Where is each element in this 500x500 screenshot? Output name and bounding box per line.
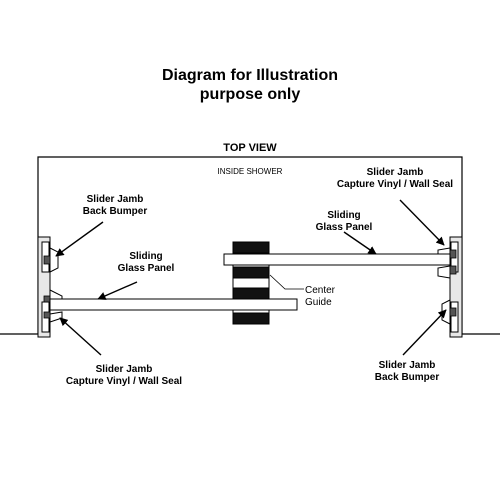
sliding-glass-panel-right	[223, 253, 451, 266]
left-sliding-panel-label-line-1: Sliding	[129, 251, 162, 262]
right-sliding-panel-label-line-2: Glass Panel	[316, 222, 373, 233]
left-capture-vinyl-label-line-1: Slider Jamb	[96, 364, 153, 375]
arrow-left-back-bumper	[55, 221, 104, 257]
arrow-right-sliding-panel	[343, 231, 377, 255]
inside-shower-label: INSIDE SHOWER	[218, 167, 283, 176]
diagram-title-line-2: purpose only	[199, 86, 301, 103]
right-capture-vinyl-label-line-1: Slider Jamb	[367, 167, 424, 178]
arrow-left-capture-vinyl	[59, 317, 102, 356]
arrow-right-back-bumper	[402, 309, 447, 356]
diagram-title-line-1: Diagram for Illustration	[161, 67, 339, 84]
arrow-left-sliding-panel	[97, 281, 138, 300]
left-sliding-panel-label-line-2: Glass Panel	[118, 263, 175, 274]
left-back-bumper-label-line-2: Back Bumper	[83, 206, 148, 217]
leader-arrows	[55, 199, 447, 356]
left-back-bumper	[43, 255, 51, 265]
right-sliding-panel-label-line-1: Sliding	[327, 210, 360, 221]
top-view-label: TOP VIEW	[223, 142, 277, 154]
sliding-glass-panel-left	[49, 298, 298, 311]
left-capture-vinyl-label-line-2: Capture Vinyl / Wall Seal	[66, 376, 182, 387]
right-back-bumper	[449, 307, 457, 317]
arrow-right-capture-vinyl	[399, 199, 445, 246]
right-capture-vinyl-label-line-2: Capture Vinyl / Wall Seal	[337, 179, 453, 190]
left-capture-vinyl	[43, 295, 51, 319]
arrow-center-guide	[269, 274, 304, 290]
center-guide-label-line-2: Guide	[305, 297, 332, 308]
left-back-bumper-label-line-1: Slider Jamb	[87, 194, 144, 205]
right-back-bumper-label-line-2: Back Bumper	[375, 372, 440, 383]
shower-enclosure-outline	[0, 156, 500, 335]
center-guide-label-line-1: Center	[305, 285, 336, 296]
right-back-bumper-label-line-1: Slider Jamb	[379, 360, 436, 371]
left-slider-jamb	[37, 236, 63, 338]
